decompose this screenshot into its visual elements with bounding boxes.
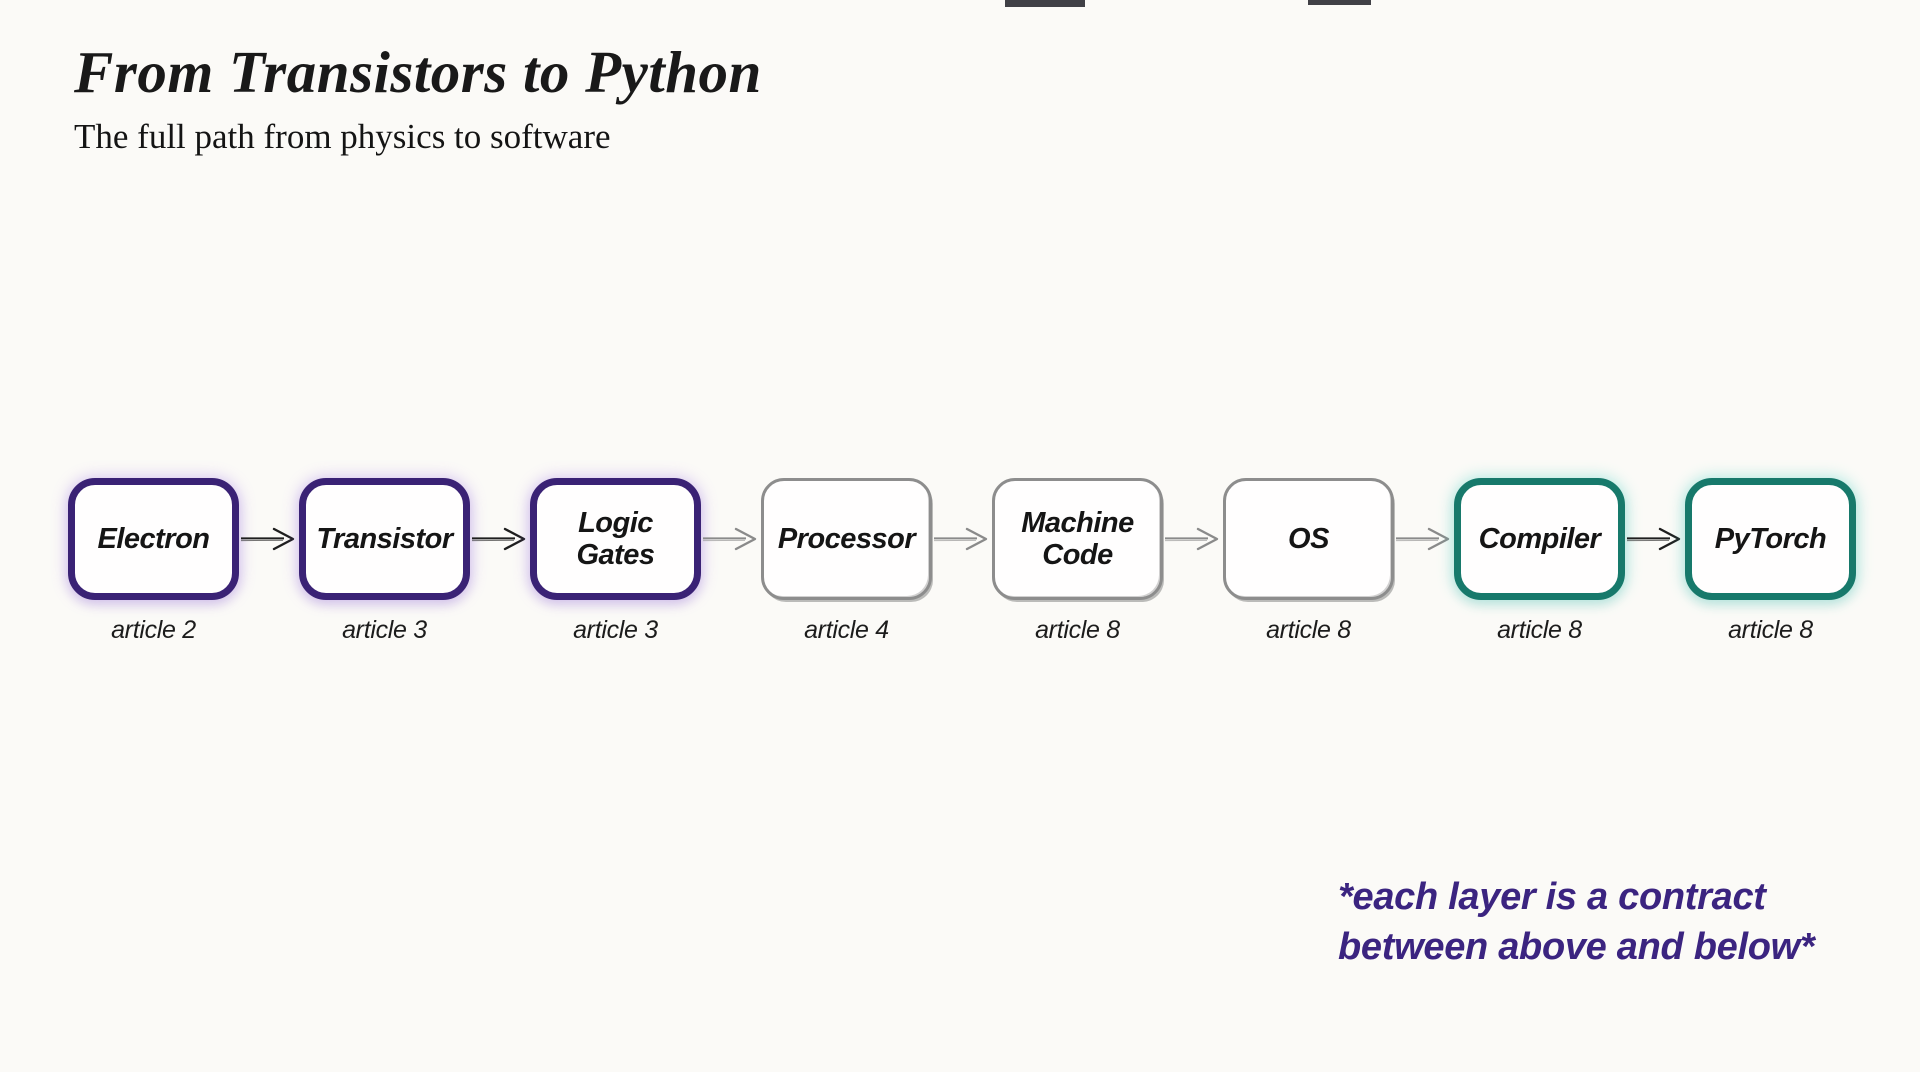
flow-node: PyTorch article 8: [1685, 478, 1856, 645]
flow-node-article: article 4: [804, 616, 889, 644]
flow-node-label: Transistor: [316, 522, 453, 555]
flow-node-box: Transistor: [299, 478, 470, 600]
flow-node: Processor article 4: [761, 478, 932, 645]
flow-node-box: OS: [1223, 478, 1394, 600]
flow-node-article: article 8: [1497, 616, 1582, 644]
arrow-right-icon: [933, 527, 988, 551]
flow-node-article: article 8: [1728, 616, 1813, 644]
arrow-right-icon: [702, 527, 757, 551]
flow-node-article: article 8: [1266, 616, 1351, 644]
flow-node-label: PyTorch: [1714, 522, 1827, 555]
flow-node-box: Compiler: [1454, 478, 1625, 600]
flow-node-label: Electron: [97, 522, 210, 555]
flow-arrow: [1163, 478, 1223, 600]
flow-node-article: article 8: [1035, 616, 1120, 644]
flow-node-label: Processor: [777, 522, 916, 555]
flow-node-label: Compiler: [1478, 522, 1601, 555]
arrow-right-icon: [471, 527, 526, 551]
flow-arrow: [239, 478, 299, 600]
flow-node-article: article 3: [342, 616, 427, 644]
flow-node: Transistor article 3: [299, 478, 470, 645]
flow-node: OS article 8: [1223, 478, 1394, 645]
arrow-right-icon: [1395, 527, 1450, 551]
flow-arrow: [1625, 478, 1685, 600]
flow-node: Compiler article 8: [1454, 478, 1625, 645]
flow-arrow: [701, 478, 761, 600]
header: From Transistors to Python The full path…: [74, 40, 762, 157]
flow-node-box: Electron: [68, 478, 239, 600]
flow-arrow: [932, 478, 992, 600]
flow-node-article: article 2: [111, 616, 196, 644]
annotation-note: *each layer is a contract between above …: [1338, 872, 1815, 972]
arrow-right-icon: [1164, 527, 1219, 551]
annotation-note-line1: *each layer is a contract: [1338, 876, 1766, 918]
page-title: From Transistors to Python: [74, 39, 762, 105]
arrow-right-icon: [1626, 527, 1681, 551]
flow-node-box: Processor: [761, 478, 932, 600]
flow-node-box: PyTorch: [1685, 478, 1856, 600]
page-subtitle: The full path from physics to software: [74, 116, 611, 156]
flow-arrow: [470, 478, 530, 600]
flow-arrow: [1394, 478, 1454, 600]
flow-node-article: article 3: [573, 616, 658, 644]
flow-node: Electron article 2: [68, 478, 239, 645]
flow-node-label: OS: [1288, 522, 1329, 555]
annotation-note-line2: between above and below*: [1338, 926, 1815, 969]
top-edge-artifact: [1005, 0, 1085, 7]
top-edge-artifact: [1308, 0, 1371, 5]
arrow-right-icon: [240, 527, 295, 551]
